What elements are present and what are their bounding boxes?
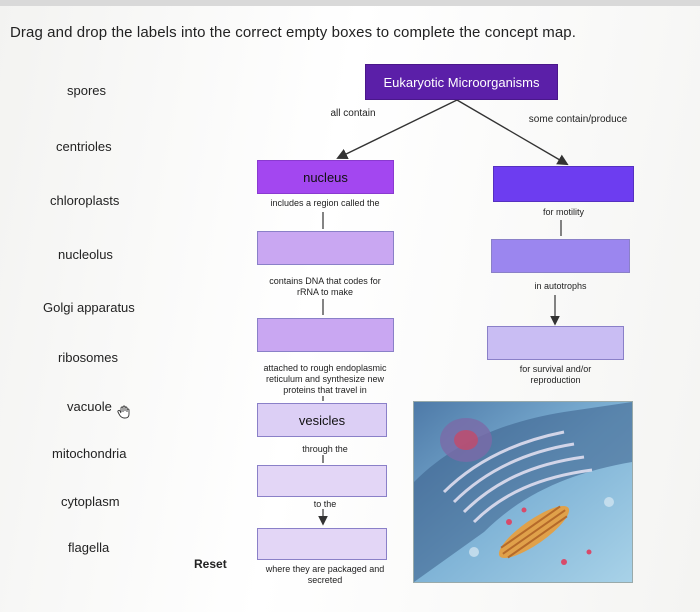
drop-box-3[interactable] xyxy=(257,465,387,497)
caption-autotrophs: in autotrophs xyxy=(534,281,587,291)
caption-reticulum: reticulum and synthesize new xyxy=(265,374,385,384)
drop-box-right-1[interactable] xyxy=(493,166,634,202)
vesicles-node: vesicles xyxy=(257,403,387,437)
caption-includes: includes a region called the xyxy=(270,198,380,208)
caption-proteins: proteins that travel in xyxy=(283,385,367,395)
caption-reproduction: reproduction xyxy=(530,375,581,385)
caption-to-the: to the xyxy=(313,499,337,509)
cell-illustration xyxy=(413,401,633,583)
drop-box-2[interactable] xyxy=(257,318,394,352)
label-centrioles[interactable]: centrioles xyxy=(56,139,112,154)
nucleus-label: nucleus xyxy=(303,169,348,185)
instructions: Drag and drop the labels into the correc… xyxy=(10,24,577,41)
caption-secreted: secreted xyxy=(307,575,343,585)
label-nucleolus[interactable]: nucleolus xyxy=(58,247,113,262)
caption-through: through the xyxy=(302,444,348,454)
caption-packaged: where they are packaged and xyxy=(265,564,385,574)
label-vacuole[interactable]: vacuole xyxy=(67,399,112,414)
hand-cursor-icon xyxy=(117,405,131,419)
top-divider xyxy=(0,0,700,6)
label-cytoplasm[interactable]: cytoplasm xyxy=(61,494,120,509)
label-mitochondria[interactable]: mitochondria xyxy=(52,446,127,461)
reset-button[interactable]: Reset xyxy=(194,557,227,571)
label-chloroplasts[interactable]: chloroplasts xyxy=(50,193,120,208)
label-ribosomes[interactable]: ribosomes xyxy=(58,350,118,365)
drop-box-right-2[interactable] xyxy=(491,239,630,273)
drop-box-1[interactable] xyxy=(257,231,394,265)
caption-survival: for survival and/or xyxy=(519,364,592,374)
vesicles-label: vesicles xyxy=(298,412,346,428)
drop-box-4[interactable] xyxy=(257,528,387,560)
caption-contains-dna: contains DNA that codes for xyxy=(269,276,381,286)
left-branch-label: all contain xyxy=(330,108,376,119)
label-golgi-apparatus[interactable]: Golgi apparatus xyxy=(43,300,135,315)
caption-attached: attached to rough endoplasmic xyxy=(263,363,387,373)
nucleus-node: nucleus xyxy=(257,160,394,194)
drop-box-right-3[interactable] xyxy=(487,326,624,360)
right-branch-label: some contain/produce xyxy=(528,114,628,125)
root-node: Eukaryotic Microorganisms xyxy=(365,64,558,100)
caption-rrna: rRNA to make xyxy=(296,287,354,297)
caption-motility: for motility xyxy=(542,207,584,217)
root-label: Eukaryotic Microorganisms xyxy=(383,74,540,90)
label-flagella[interactable]: flagella xyxy=(68,540,110,555)
label-spores[interactable]: spores xyxy=(67,83,107,98)
